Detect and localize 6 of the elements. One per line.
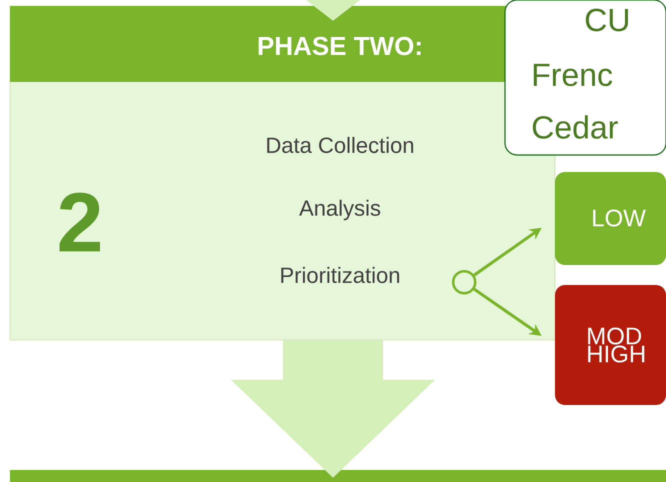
rating-box: LOW	[555, 172, 666, 265]
callout-box: CU Frenc Cedar	[504, 0, 666, 156]
block-arrow	[231, 340, 435, 478]
branch-circle	[452, 270, 476, 294]
phase-band	[10, 470, 666, 482]
rating-box: MOD HIGH	[555, 285, 666, 405]
